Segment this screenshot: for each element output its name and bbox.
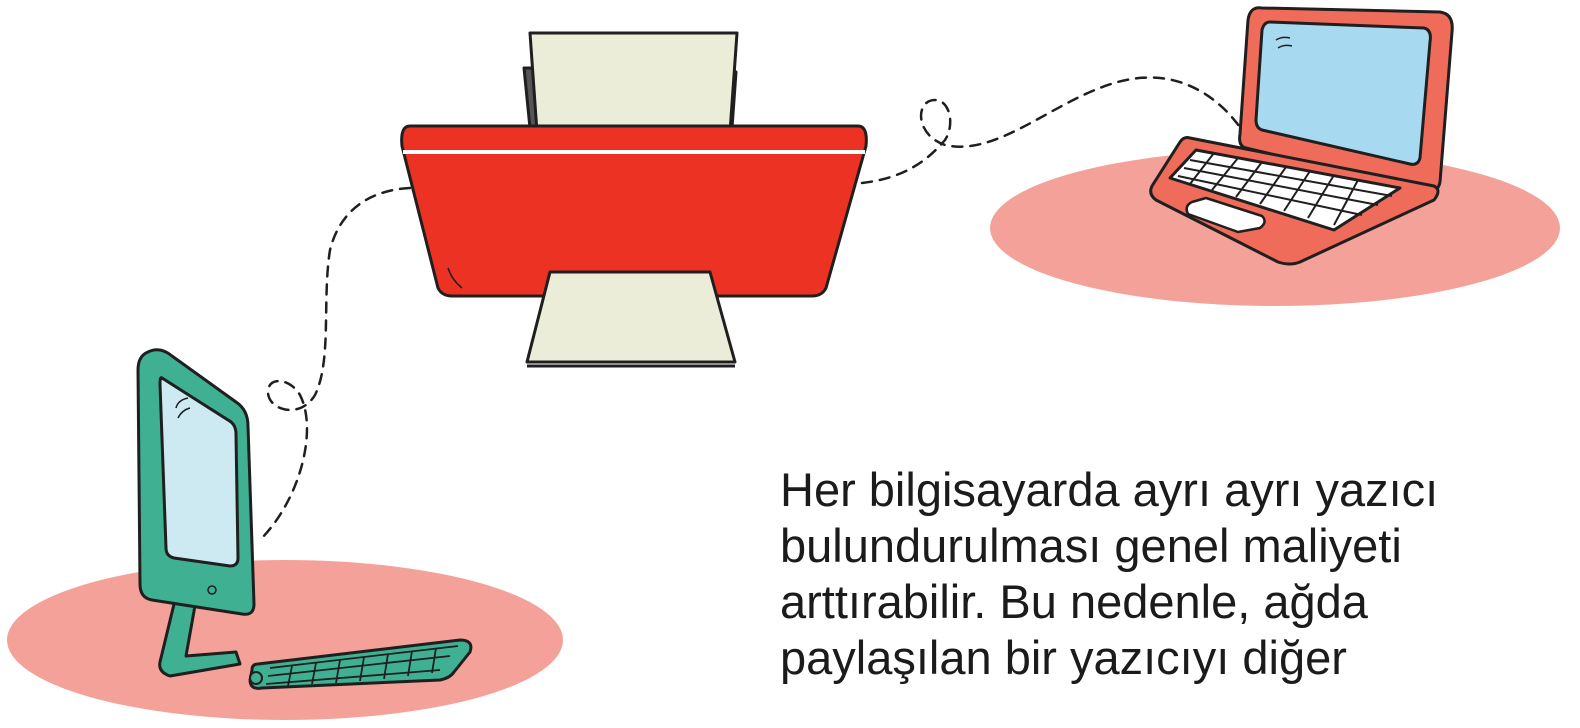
keyboard-body	[248, 638, 473, 690]
caption-line-2: bulundurulması genel maliyeti	[780, 519, 1402, 572]
caption-line-4: paylaşılan bir yazıcıyı diğer	[780, 631, 1347, 684]
keyboard-keys	[265, 645, 459, 687]
paper-input	[528, 31, 739, 134]
printer-laptop-cable	[860, 76, 1247, 185]
laptop-touchpad	[1185, 196, 1266, 234]
monitor-screen	[158, 376, 240, 568]
printer-desktop-cable	[258, 186, 412, 542]
keyboard-icon	[248, 638, 473, 690]
connection-lines	[258, 76, 1247, 542]
paper-output	[525, 270, 737, 364]
printer-body	[400, 124, 868, 298]
laptop-screen	[1254, 20, 1432, 166]
caption-line-1: Her bilgisayarda ayrı ayrı yazıcı	[780, 463, 1439, 516]
printer-icon	[400, 31, 868, 368]
caption-line-3: arttırabilir. Bu nedenle, ağda	[780, 575, 1368, 628]
laptop-icon	[1149, 6, 1454, 266]
desktop-platform	[7, 560, 563, 720]
desktop-computer-icon	[136, 348, 256, 678]
monitor-stand	[158, 598, 242, 678]
keyboard-grid	[1177, 152, 1393, 226]
slide-caption: Her bilgisayarda ayrı ayrı yazıcı bulund…	[780, 462, 1580, 686]
